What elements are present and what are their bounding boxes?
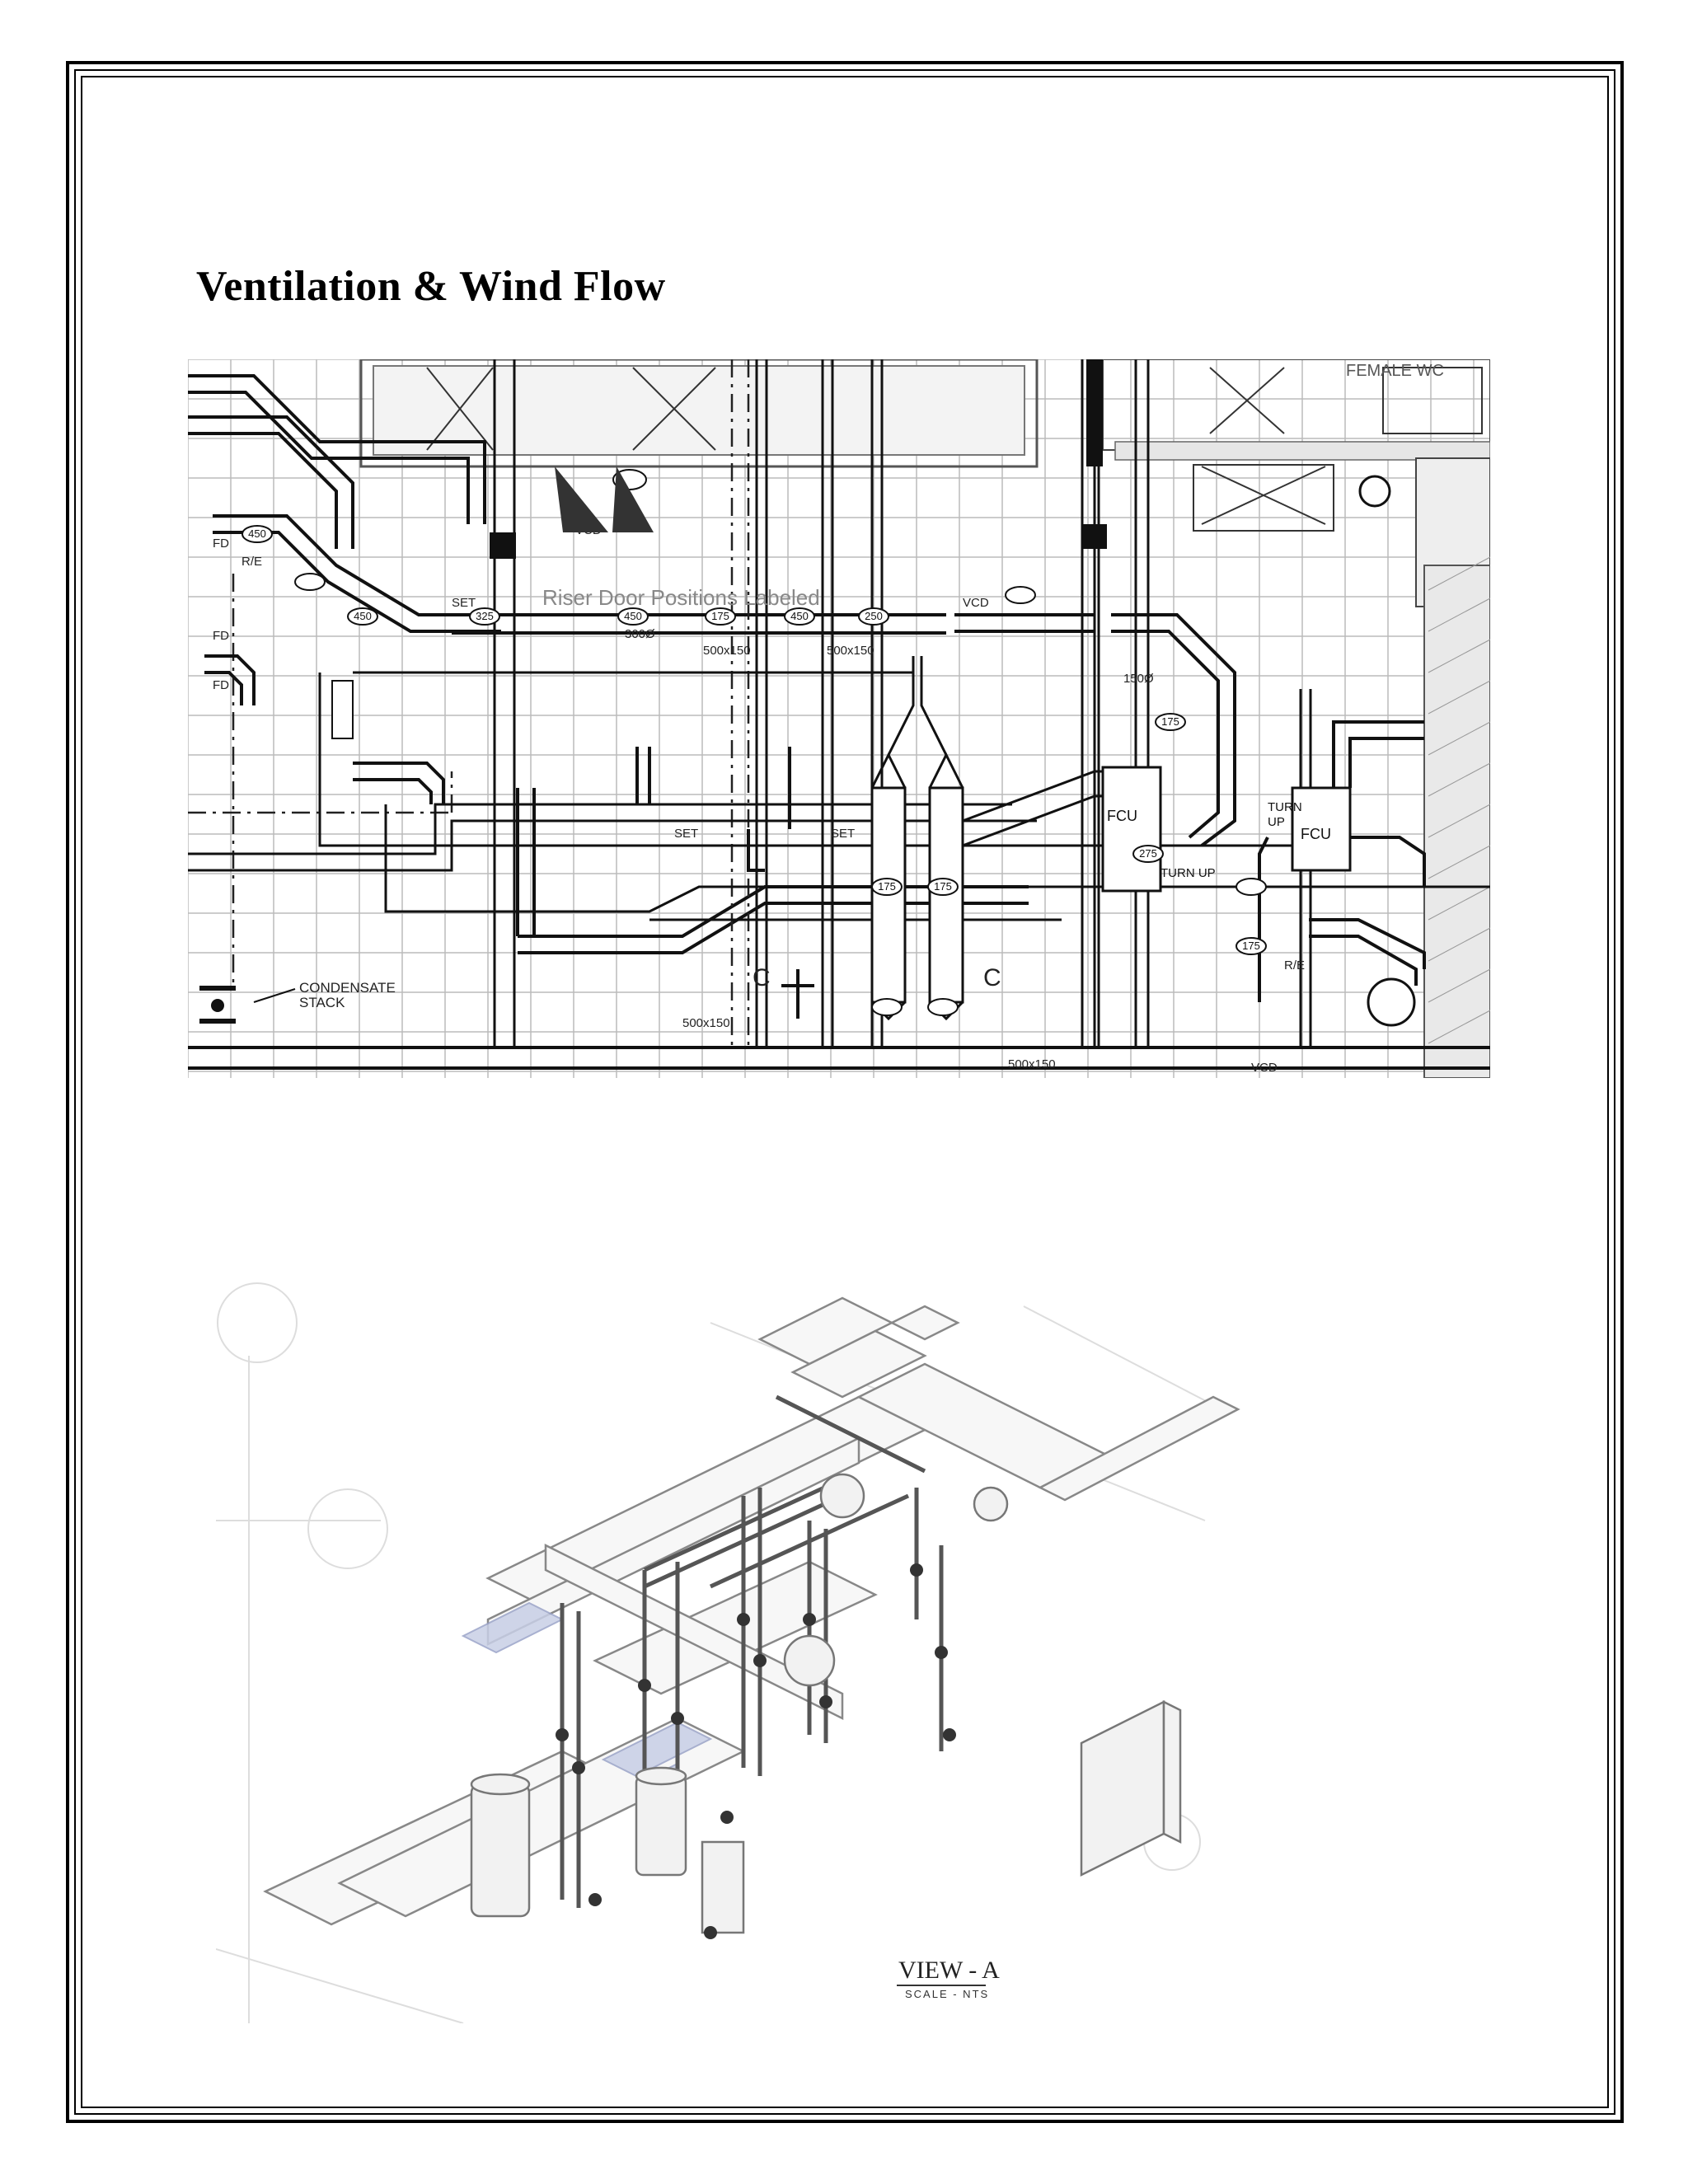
plan-size-175-b: 175 <box>1161 715 1179 728</box>
plan-label-fcu-2: FCU <box>1301 826 1331 842</box>
plan-label-turn-up-3: UP <box>1268 815 1285 829</box>
plan-label-dim-3: 500x150 <box>682 1016 730 1030</box>
view-a-underline <box>897 1985 986 1986</box>
plan-size-450-c: 450 <box>624 610 642 622</box>
plan-size-450-d: 450 <box>790 610 809 622</box>
page-title: Ventilation & Wind Flow <box>196 263 666 310</box>
plan-size-175-c: 175 <box>878 880 896 893</box>
plan-label-turn-up-1: TURN UP <box>1160 866 1216 880</box>
plan-label-fcu-1: FCU <box>1107 808 1137 824</box>
plan-label-fd-3: FD <box>213 678 229 692</box>
plan-label-condensate: CONDENSATE <box>299 980 396 996</box>
plan-size-325: 325 <box>476 610 494 622</box>
plan-label-set-3: SET <box>831 827 855 841</box>
plan-size-250: 250 <box>865 610 883 622</box>
view-a-scale: SCALE - NTS <box>905 1988 990 2000</box>
view-a-title: VIEW - A <box>898 1957 1000 1984</box>
plan-size-175-d: 175 <box>934 880 952 893</box>
plan-label-dim-6: 150Ø <box>1123 672 1154 686</box>
plan-label-riser: Riser Door Positions Labeled <box>542 585 820 610</box>
plan-size-175-e: 175 <box>1242 940 1260 952</box>
plan-label-section-c-2: C <box>983 964 1001 991</box>
plan-label-dim-4: 500x150 <box>1008 1057 1056 1071</box>
plan-size-450-b: 450 <box>354 610 372 622</box>
plan-label-vcd-2: VCD <box>963 596 989 610</box>
plan-label-fd-1: FD <box>213 537 229 551</box>
plan-label-dim-1: 500x150 <box>703 644 751 658</box>
plan-label-stack: STACK <box>299 995 345 1010</box>
plan-label-set-2: SET <box>674 827 698 841</box>
plan-label-section-c-1: C <box>753 964 771 991</box>
page-border-inner <box>81 76 1609 2108</box>
plan-label-dim-2: 500x150 <box>827 644 874 658</box>
ventilation-floor-plan: FEMALE WC <box>188 359 1490 1078</box>
page-border-middle <box>74 69 1615 2115</box>
isometric-3d-view <box>216 1273 1287 2023</box>
plan-size-275: 275 <box>1139 847 1157 860</box>
plan-label-vcd-3: VCD <box>1251 1061 1278 1075</box>
plan-size-175: 175 <box>711 610 729 622</box>
plan-label-dim-5: 300Ø <box>625 627 655 641</box>
plan-label-turn-up-2: TURN <box>1268 800 1302 814</box>
plan-label-set-1: SET <box>452 596 476 610</box>
plan-label-re-2: R/E <box>1284 958 1305 972</box>
plan-label-fd-2: FD <box>213 629 229 643</box>
page-border-outer <box>66 61 1624 2123</box>
plan-label-re-1: R/E <box>241 555 262 569</box>
plan-label-female: FEMALE WC <box>1346 362 1444 380</box>
plan-size-450: 450 <box>248 527 266 540</box>
